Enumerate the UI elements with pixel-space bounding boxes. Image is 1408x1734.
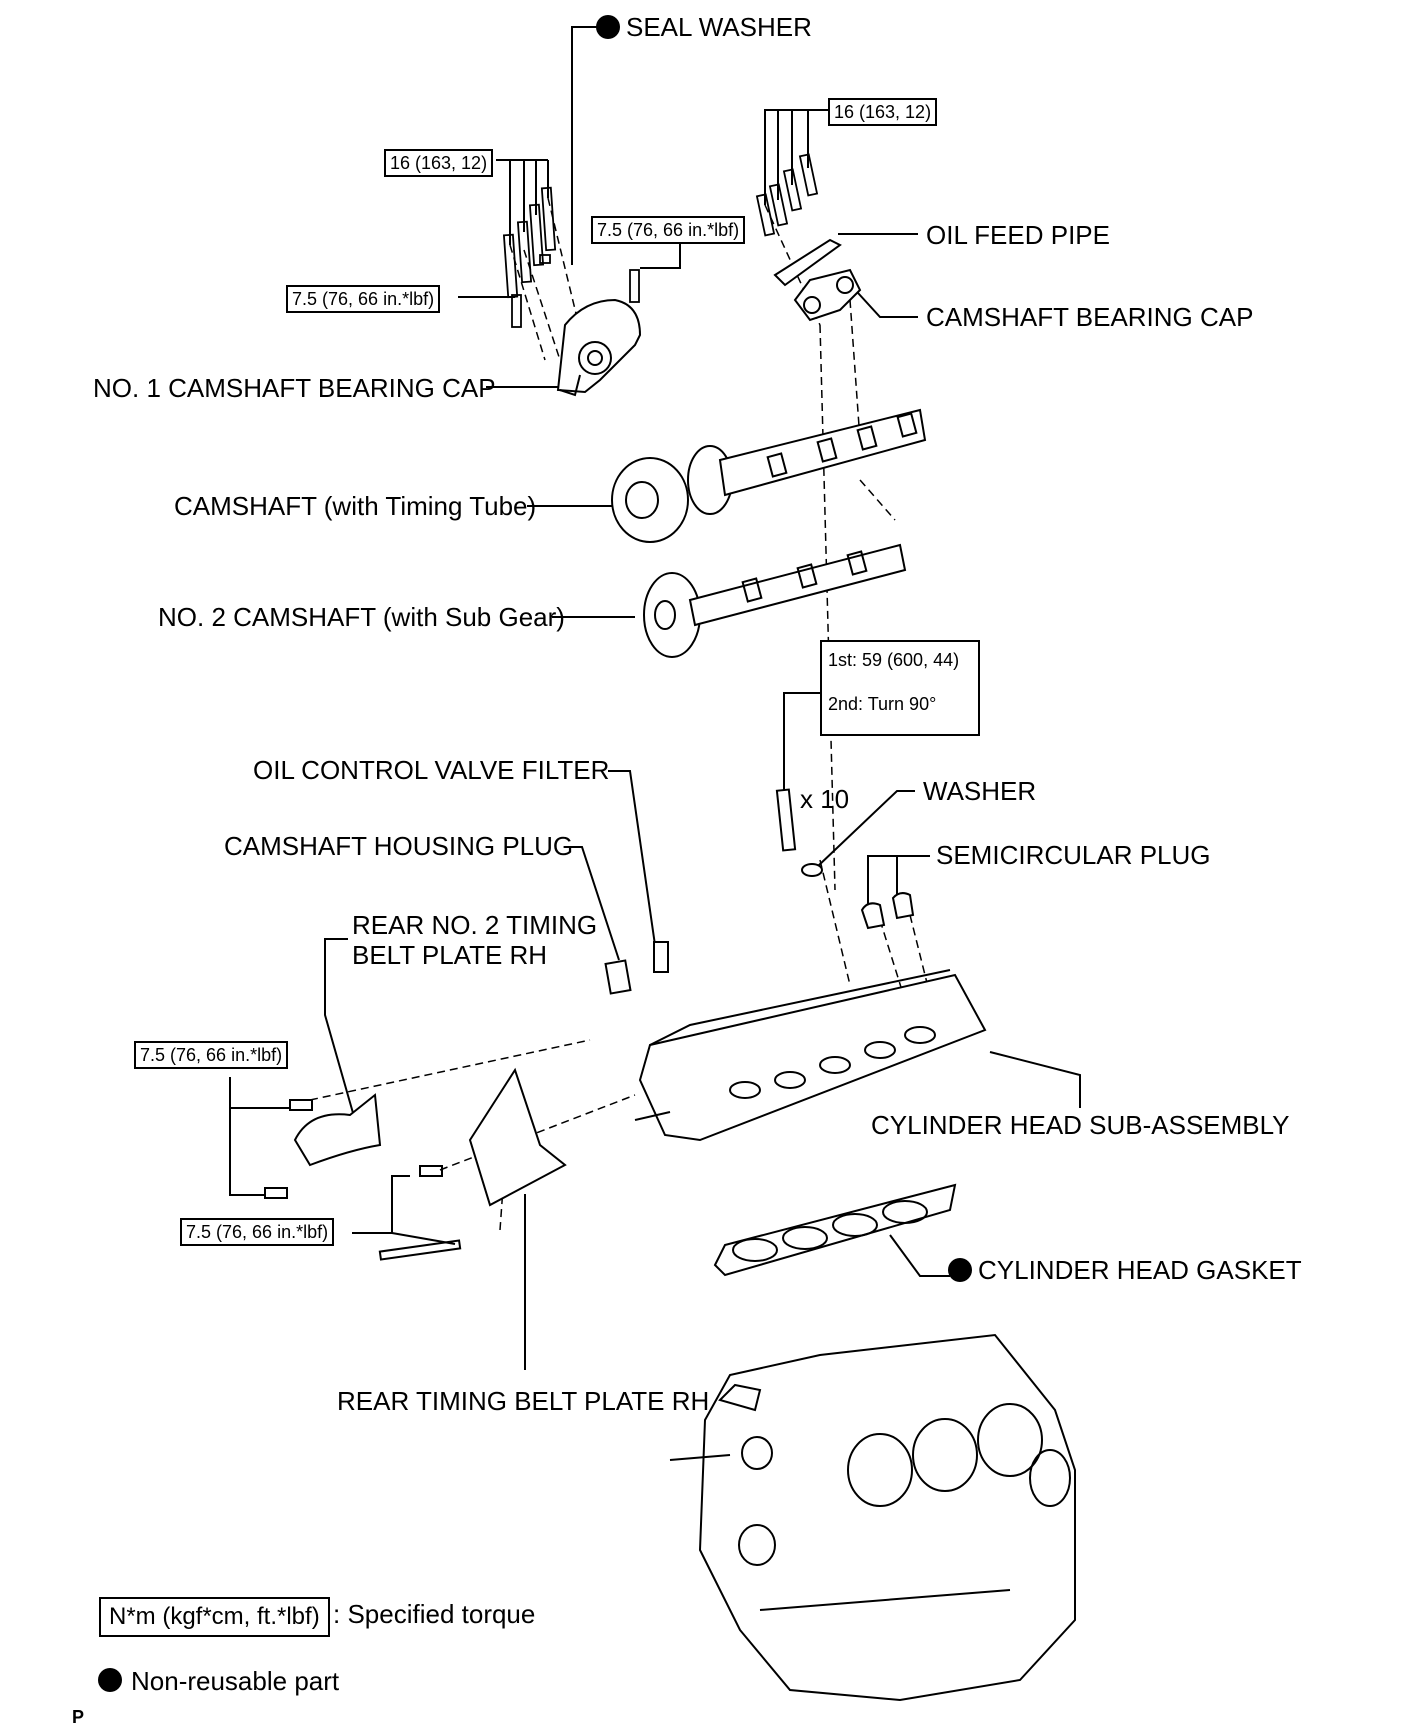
label-no2-camshaft: NO. 2 CAMSHAFT (with Sub Gear) bbox=[158, 602, 565, 632]
bearing-cap-bolts bbox=[755, 153, 819, 237]
legend-torque-unit: N*m (kgf*cm, ft.*lbf) bbox=[99, 1597, 330, 1637]
cylinder-head bbox=[634, 969, 987, 1142]
torque-75-rear-lower: 7.5 (76, 66 in.*lbf) bbox=[180, 1218, 335, 1246]
label-text: CYLINDER HEAD GASKET bbox=[978, 1255, 1302, 1285]
engine-block bbox=[669, 1333, 1076, 1702]
nonreusable-dot bbox=[596, 15, 620, 39]
label-bolt-count: x 10 bbox=[800, 784, 850, 814]
camshaft-timing-tube bbox=[611, 408, 927, 543]
label-no1-camshaft-bearing-cap: NO. 1 CAMSHAFT BEARING CAP bbox=[93, 373, 496, 403]
label-oil-feed-pipe: OIL FEED PIPE bbox=[926, 220, 1110, 250]
torque-head-bolt: 1st: 59 (600, 44) 2nd: Turn 90° bbox=[820, 640, 980, 736]
label-rear-no2-plate-line1: REAR NO. 2 TIMING bbox=[352, 910, 598, 940]
nonreusable-dot bbox=[948, 1258, 972, 1282]
torque-16-left: 16 (163, 12) bbox=[384, 149, 494, 177]
label-camshaft-timing-tube: CAMSHAFT (with Timing Tube) bbox=[174, 491, 537, 521]
cylinder-head-gasket bbox=[713, 1183, 957, 1277]
label-camshaft-bearing-cap: CAMSHAFT BEARING CAP bbox=[926, 302, 1254, 332]
semicircular-plugs bbox=[860, 892, 915, 930]
leader-lines bbox=[229, 26, 1081, 1370]
head-bolt bbox=[775, 788, 823, 877]
no2-camshaft-sub-gear bbox=[643, 543, 907, 658]
rear-no2-plate bbox=[264, 1093, 382, 1199]
no1-camshaft-bearing-cap bbox=[556, 298, 642, 397]
oil-feed-pipe bbox=[773, 238, 862, 322]
label-semicircular-plug: SEMICIRCULAR PLUG bbox=[936, 840, 1211, 870]
nonreusable-dot bbox=[98, 1668, 122, 1692]
label-text: SEAL WASHER bbox=[626, 12, 812, 42]
torque-second: 2nd: Turn 90° bbox=[828, 694, 937, 714]
no1-cap-bolts bbox=[502, 186, 640, 328]
legend-nonreusable-desc: Non-reusable part bbox=[131, 1666, 340, 1696]
torque-75-rear-upper: 7.5 (76, 66 in.*lbf) bbox=[134, 1041, 289, 1069]
torque-75-upper: 7.5 (76, 66 in.*lbf) bbox=[591, 216, 746, 244]
torque-16-right: 16 (163, 12) bbox=[828, 98, 938, 126]
legend-torque-desc: : Specified torque bbox=[333, 1599, 536, 1629]
label-rear-no2-plate-line2: BELT PLATE RH bbox=[352, 940, 548, 970]
torque-first: 1st: 59 (600, 44) bbox=[828, 650, 960, 670]
label-cylinder-head-sub-assembly: CYLINDER HEAD SUB-ASSEMBLY bbox=[871, 1110, 1290, 1140]
label-camshaft-housing-plug: CAMSHAFT HOUSING PLUG bbox=[224, 831, 574, 861]
label-oil-control-valve-filter: OIL CONTROL VALVE FILTER bbox=[253, 755, 610, 785]
label-seal-washer: SEAL WASHER bbox=[596, 14, 812, 40]
housing-plugs bbox=[604, 941, 669, 995]
rear-timing-plate bbox=[378, 1067, 567, 1261]
label-rear-timing-belt-plate: REAR TIMING BELT PLATE RH bbox=[337, 1386, 710, 1416]
torque-75-lower: 7.5 (76, 66 in.*lbf) bbox=[286, 285, 441, 313]
label-cylinder-head-gasket: CYLINDER HEAD GASKET bbox=[948, 1257, 1302, 1283]
footer-mark: P bbox=[72, 1707, 85, 1727]
label-washer: WASHER bbox=[923, 776, 1037, 806]
